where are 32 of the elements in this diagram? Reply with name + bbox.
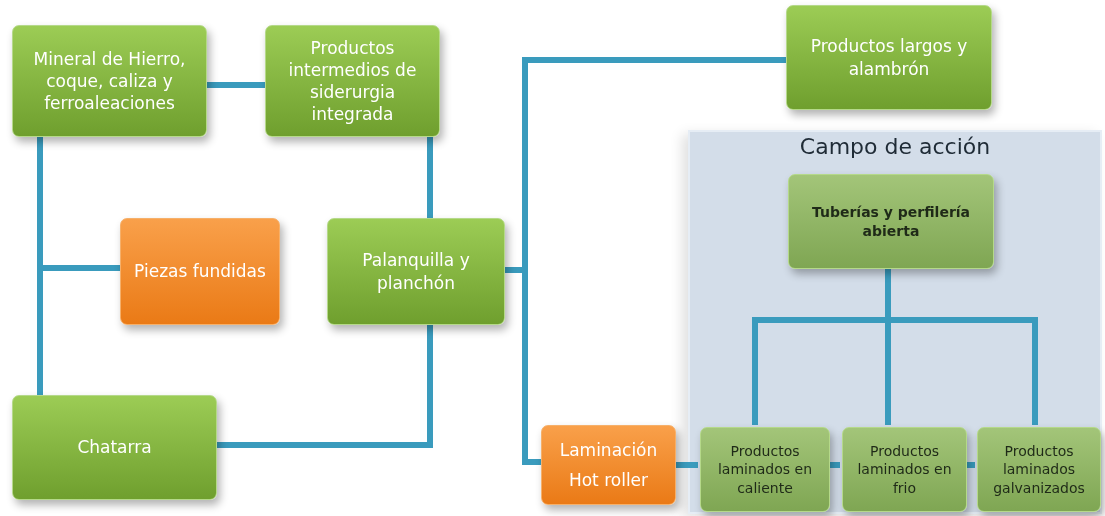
connector-line xyxy=(676,462,698,468)
connector-line xyxy=(217,325,433,448)
product-box xyxy=(786,5,992,110)
scope-panel xyxy=(688,130,1102,514)
box-label: Productos largos y alambrón xyxy=(809,35,969,80)
connector-line xyxy=(427,137,433,218)
box-label: Laminación xyxy=(559,438,658,461)
box-label: Chatarra xyxy=(77,436,152,459)
product-box xyxy=(12,25,207,137)
product-box xyxy=(327,218,505,325)
process-box xyxy=(120,218,280,325)
product-box xyxy=(977,427,1101,512)
box-label: Productos intermedios de siderurgia integrada xyxy=(287,36,418,126)
connector-line xyxy=(885,267,1038,425)
box-label: Tuberías y perfilería abierta xyxy=(810,203,972,240)
connector-line xyxy=(207,82,265,88)
box-label: Palanquilla y planchón xyxy=(361,249,471,294)
box-label: Hot roller xyxy=(568,469,649,492)
box-label: Piezas fundidas xyxy=(134,260,266,283)
box-label: Productos laminados galvanizados xyxy=(992,442,1086,497)
connector-line xyxy=(37,137,120,271)
box-label: Productos laminados en caliente xyxy=(716,442,814,497)
process-box xyxy=(541,425,676,505)
product-box xyxy=(12,395,217,500)
box-label: Productos laminados en frio xyxy=(856,442,953,497)
box-label: Mineral de Hierro, coque, caliza y ferroaleaciones xyxy=(32,47,187,115)
panel-title: Campo de acción xyxy=(798,134,992,159)
connector-line xyxy=(505,267,541,465)
product-box xyxy=(265,25,440,137)
product-box xyxy=(700,427,830,512)
product-box xyxy=(788,174,994,269)
product-box xyxy=(842,427,967,512)
